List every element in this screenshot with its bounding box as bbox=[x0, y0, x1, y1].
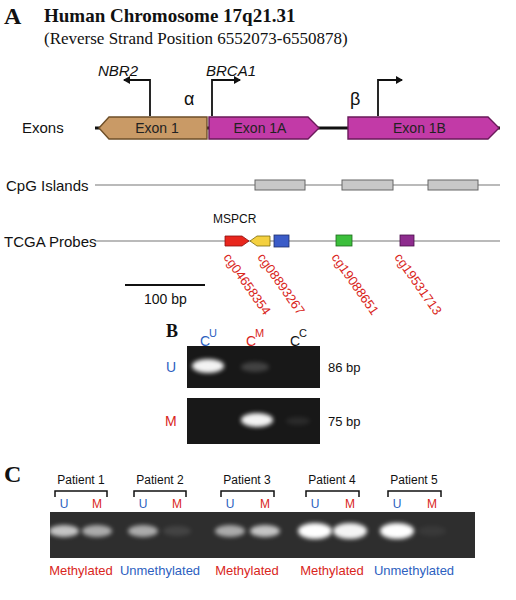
tss-arrow bbox=[124, 80, 150, 116]
figure-label: Patient 4 bbox=[308, 474, 355, 486]
probe-marker bbox=[400, 235, 414, 246]
figure-label: C bbox=[200, 334, 210, 348]
gel-panel bbox=[187, 398, 320, 444]
figure-label: Unmethylated bbox=[120, 564, 200, 577]
figure-label: U bbox=[311, 498, 320, 510]
figure-label: M bbox=[345, 498, 355, 510]
figure-label: (Reverse Strand Position 6552073-6550878… bbox=[44, 30, 348, 47]
cpg-island bbox=[428, 180, 478, 190]
gel-panel bbox=[50, 512, 475, 558]
figure-label: Unmethylated bbox=[374, 564, 454, 577]
lane-bracket bbox=[306, 491, 359, 497]
lane-bracket bbox=[388, 491, 441, 497]
figure-label: M bbox=[260, 498, 270, 510]
exon-label: Exon 1B bbox=[393, 121, 446, 135]
figure-label: A bbox=[4, 4, 21, 28]
exon-outline bbox=[348, 117, 499, 139]
figure-label: M bbox=[165, 414, 177, 428]
figure-label: 86 bp bbox=[328, 361, 361, 374]
figure-label: Exons bbox=[22, 120, 64, 135]
figure-label: 100 bp bbox=[144, 292, 187, 306]
lane-bracket bbox=[55, 491, 107, 497]
gel-band bbox=[298, 523, 332, 539]
exon-arrow: Exon 1A bbox=[208, 116, 320, 140]
exon-label: Exon 1 bbox=[135, 121, 179, 135]
probe-track bbox=[95, 240, 500, 241]
figure-label: U bbox=[139, 498, 148, 510]
exon-outline bbox=[99, 117, 207, 139]
figure-label: U bbox=[209, 328, 217, 339]
figure-label: α bbox=[184, 90, 194, 108]
probe-label: cg19088651 bbox=[329, 251, 381, 317]
tss-arrow bbox=[212, 80, 240, 116]
figure-label: U bbox=[226, 498, 235, 510]
figure-label: BRCA1 bbox=[206, 63, 256, 78]
figure-label: C bbox=[4, 462, 21, 486]
cpg-island bbox=[255, 180, 305, 190]
figure-label: NBR2 bbox=[98, 63, 138, 78]
probe-marker bbox=[274, 235, 289, 247]
figure-label: U bbox=[60, 498, 69, 510]
figure-label: U bbox=[393, 498, 402, 510]
gel-band bbox=[241, 413, 273, 427]
figure-label: CpG Islands bbox=[6, 178, 89, 193]
gel-panel bbox=[187, 346, 320, 388]
figure-label: 75 bp bbox=[328, 415, 361, 428]
gel-band bbox=[128, 525, 158, 537]
figure-label: TCGA Probes bbox=[4, 234, 97, 249]
figure-label: Patient 5 bbox=[390, 474, 437, 486]
gel-band bbox=[215, 525, 245, 537]
gel-band bbox=[163, 526, 191, 536]
gel-band bbox=[380, 523, 414, 539]
gel-band bbox=[250, 525, 280, 537]
figure-label: β bbox=[350, 90, 360, 108]
exon-outline bbox=[209, 117, 319, 139]
gel-band bbox=[49, 525, 79, 537]
figure-label: U bbox=[166, 360, 176, 374]
figure-label: M bbox=[255, 328, 264, 339]
figure-label: Methylated bbox=[300, 564, 364, 577]
gel-band bbox=[418, 526, 446, 536]
exon-label: Exon 1A bbox=[234, 121, 287, 135]
figure-label: M bbox=[172, 498, 182, 510]
figure-label: Patient 3 bbox=[223, 474, 270, 486]
gel-band bbox=[241, 362, 269, 372]
figure-label: Patient 2 bbox=[136, 474, 183, 486]
gel-band bbox=[286, 417, 310, 425]
figure-label: C bbox=[290, 334, 300, 348]
lane-bracket bbox=[221, 491, 274, 497]
figure-label: Human Chromosome 17q21.31 bbox=[44, 6, 295, 25]
cpg-island bbox=[342, 180, 393, 190]
figure-label: Methylated bbox=[49, 564, 113, 577]
figure-label: B bbox=[166, 322, 178, 340]
exon-arrow: Exon 1 bbox=[98, 116, 208, 140]
gel-band bbox=[333, 523, 367, 539]
figure-label: M bbox=[427, 498, 437, 510]
scale-bar bbox=[125, 284, 205, 286]
lane-bracket bbox=[134, 491, 186, 497]
figure-label: M bbox=[92, 498, 102, 510]
probe-label: cg19531713 bbox=[392, 251, 444, 317]
figure-label: Methylated bbox=[215, 564, 279, 577]
gel-band bbox=[192, 359, 224, 373]
primer-reverse bbox=[250, 236, 270, 246]
figure-label: Patient 1 bbox=[57, 474, 104, 486]
gel-band bbox=[82, 525, 112, 537]
exon-arrow: Exon 1B bbox=[347, 116, 500, 140]
figure-label: C bbox=[299, 328, 307, 339]
figure-label: C bbox=[246, 334, 256, 348]
figure-label: MSPCR bbox=[213, 213, 256, 225]
primer-forward bbox=[225, 236, 249, 246]
probe-marker bbox=[336, 235, 352, 246]
tss-arrow bbox=[378, 80, 402, 116]
